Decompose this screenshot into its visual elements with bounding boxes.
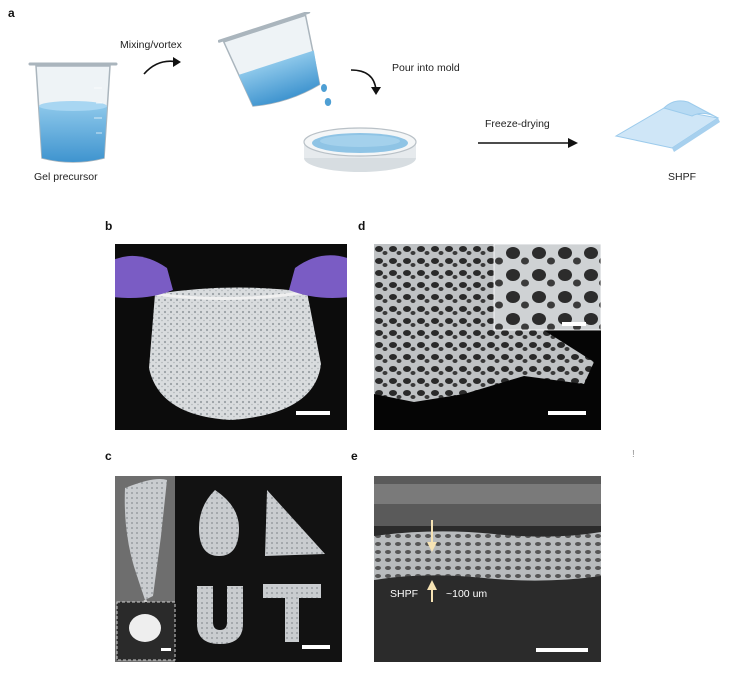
panel-b-letter: b [105,219,113,233]
panel-a-letter: a [8,6,15,20]
thickness-annotation: ~100 um [446,588,488,600]
panel-c-letter: c [105,449,112,463]
droplets-icon [321,84,332,106]
scale-bar [548,411,586,415]
scale-bar-inset [161,648,171,651]
arrow-icon [478,138,578,148]
shpf-label: SHPF [668,171,697,183]
scale-bar [302,645,330,649]
sem-porous-structure [374,244,601,430]
petri-dish-icon [303,127,417,172]
pour-into-mold-label: Pour into mold [392,62,460,74]
scale-bar [536,648,588,652]
gel-precursor-label: Gel precursor [34,171,98,183]
curved-arrow-icon [143,57,181,75]
panel-d-letter: d [358,219,366,233]
sem-cross-section: SHPF ~100 um [374,476,601,662]
curved-arrow-icon [350,69,381,95]
shpf-film-icon [614,100,720,152]
beaker-icon [28,62,118,163]
pouring-cup-icon [218,12,321,107]
scale-bar [296,411,330,415]
stray-mark: ! [632,449,635,460]
photo-shaped-films [115,476,342,662]
panel-e-letter: e [351,449,358,463]
freeze-drying-label: Freeze-drying [485,118,550,130]
mixing-label: Mixing/vortex [120,39,182,51]
photo-hand-stretched-film [115,244,347,430]
shpf-annotation: SHPF [390,588,419,600]
